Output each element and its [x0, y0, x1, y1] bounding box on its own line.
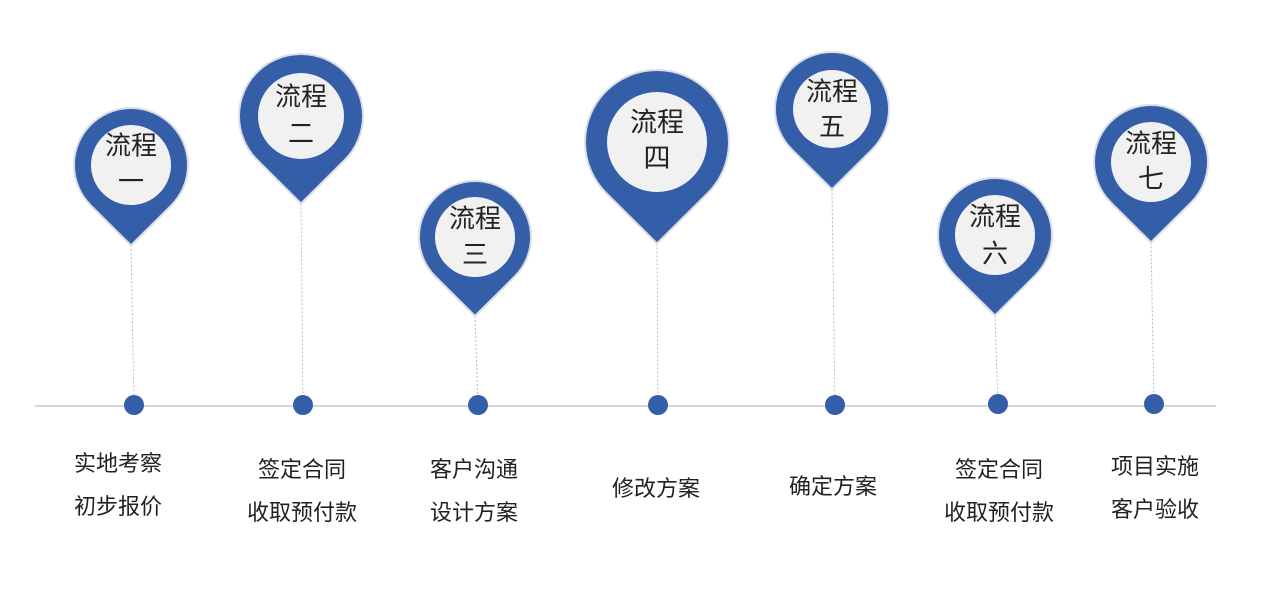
pin-connector-line — [130, 245, 135, 406]
step-description-line: 收取预付款 — [246, 501, 357, 526]
step-description-line: 客户验收 — [1110, 498, 1199, 523]
step-description-line: 客户沟通 — [429, 458, 518, 483]
step-description-3: 客户沟通 设计方案 — [399, 449, 549, 535]
step-number: 一 — [118, 168, 144, 198]
pin-connector-line — [994, 315, 999, 405]
step-number: 七 — [1138, 165, 1164, 195]
step-number: 四 — [644, 144, 671, 175]
step-pin-1: 流程一 — [73, 107, 189, 415]
step-title: 流程 — [275, 83, 327, 113]
step-description-line: 初步报价 — [73, 495, 162, 520]
step-title: 流程 — [449, 205, 501, 235]
step-description-2: 签定合同 收取预付款 — [227, 449, 377, 535]
step-number: 三 — [462, 241, 488, 271]
pin-inner-circle — [435, 197, 515, 277]
pin-inner-circle — [91, 125, 171, 205]
timeline-dot — [825, 395, 845, 415]
timeline-dot — [648, 395, 668, 415]
step-pin-4: 流程四 — [584, 68, 730, 415]
step-description-line: 设计方案 — [429, 501, 518, 526]
step-title: 流程 — [806, 78, 858, 108]
pin-inner-circle — [955, 195, 1035, 275]
step-number: 六 — [982, 240, 1008, 270]
step-description-line: 项目实施 — [1110, 455, 1199, 480]
timeline-dot — [988, 394, 1008, 414]
step-pin-5: 流程五 — [774, 51, 890, 415]
step-pin-7: 流程七 — [1093, 104, 1209, 414]
pin-inner-circle — [258, 73, 344, 159]
timeline-dot — [1144, 394, 1164, 414]
pin-connector-line — [474, 315, 479, 406]
step-description-line: 收取预付款 — [943, 501, 1054, 526]
pin-inner-circle — [1111, 122, 1191, 202]
step-title: 流程 — [1125, 130, 1177, 160]
pin-connector-line — [300, 203, 304, 406]
step-number: 二 — [288, 120, 314, 150]
step-number: 五 — [819, 113, 845, 143]
step-title: 流程 — [969, 203, 1021, 233]
timeline-dot — [124, 395, 144, 415]
step-pin-6: 流程六 — [937, 177, 1053, 414]
timeline-dot — [293, 395, 313, 415]
step-description-line: 确定方案 — [788, 475, 877, 500]
pin-inner-circle — [607, 92, 707, 192]
timeline-dot — [468, 395, 488, 415]
step-description-5: 确定方案 — [758, 466, 908, 509]
step-description-7: 项目实施 客户验收 — [1080, 446, 1230, 532]
pin-connector-line — [656, 243, 659, 406]
pin-connector-line — [831, 189, 836, 406]
pin-connector-line — [1150, 242, 1155, 405]
step-description-6: 签定合同 收取预付款 — [924, 449, 1074, 535]
step-description-line: 签定合同 — [257, 458, 346, 483]
step-description-line: 实地考察 — [73, 452, 162, 477]
step-description-1: 实地考察 初步报价 — [43, 443, 193, 529]
step-pin-2: 流程二 — [238, 53, 364, 415]
step-description-4: 修改方案 — [581, 468, 731, 511]
step-description-line: 修改方案 — [611, 477, 700, 502]
step-pin-3: 流程三 — [418, 180, 532, 415]
step-description-line: 签定合同 — [954, 458, 1043, 483]
step-title: 流程 — [105, 132, 157, 162]
pin-inner-circle — [793, 70, 871, 148]
step-title: 流程 — [630, 108, 684, 139]
